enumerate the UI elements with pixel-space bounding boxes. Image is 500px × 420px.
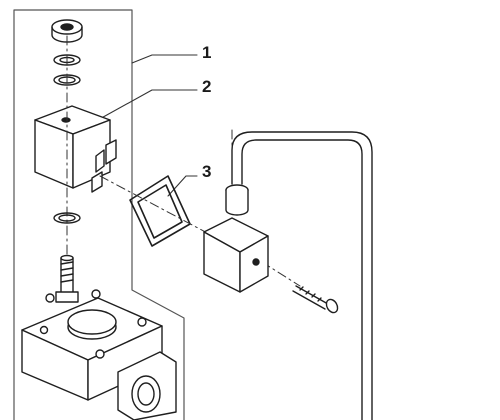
gasket — [129, 175, 191, 247]
callout-1: 1 — [202, 43, 212, 62]
lower-o-ring — [53, 212, 81, 224]
screw — [292, 285, 339, 314]
callout-2: 2 — [202, 77, 212, 96]
group-bracket — [13, 9, 185, 420]
solenoid-coil — [34, 105, 117, 193]
leader-1 — [131, 54, 198, 64]
cable-connector — [203, 131, 373, 420]
leader-2 — [95, 89, 198, 122]
leader-lines — [95, 54, 198, 197]
callout-3: 3 — [202, 162, 212, 181]
armature-tube — [55, 254, 79, 303]
valve-body — [21, 289, 177, 420]
